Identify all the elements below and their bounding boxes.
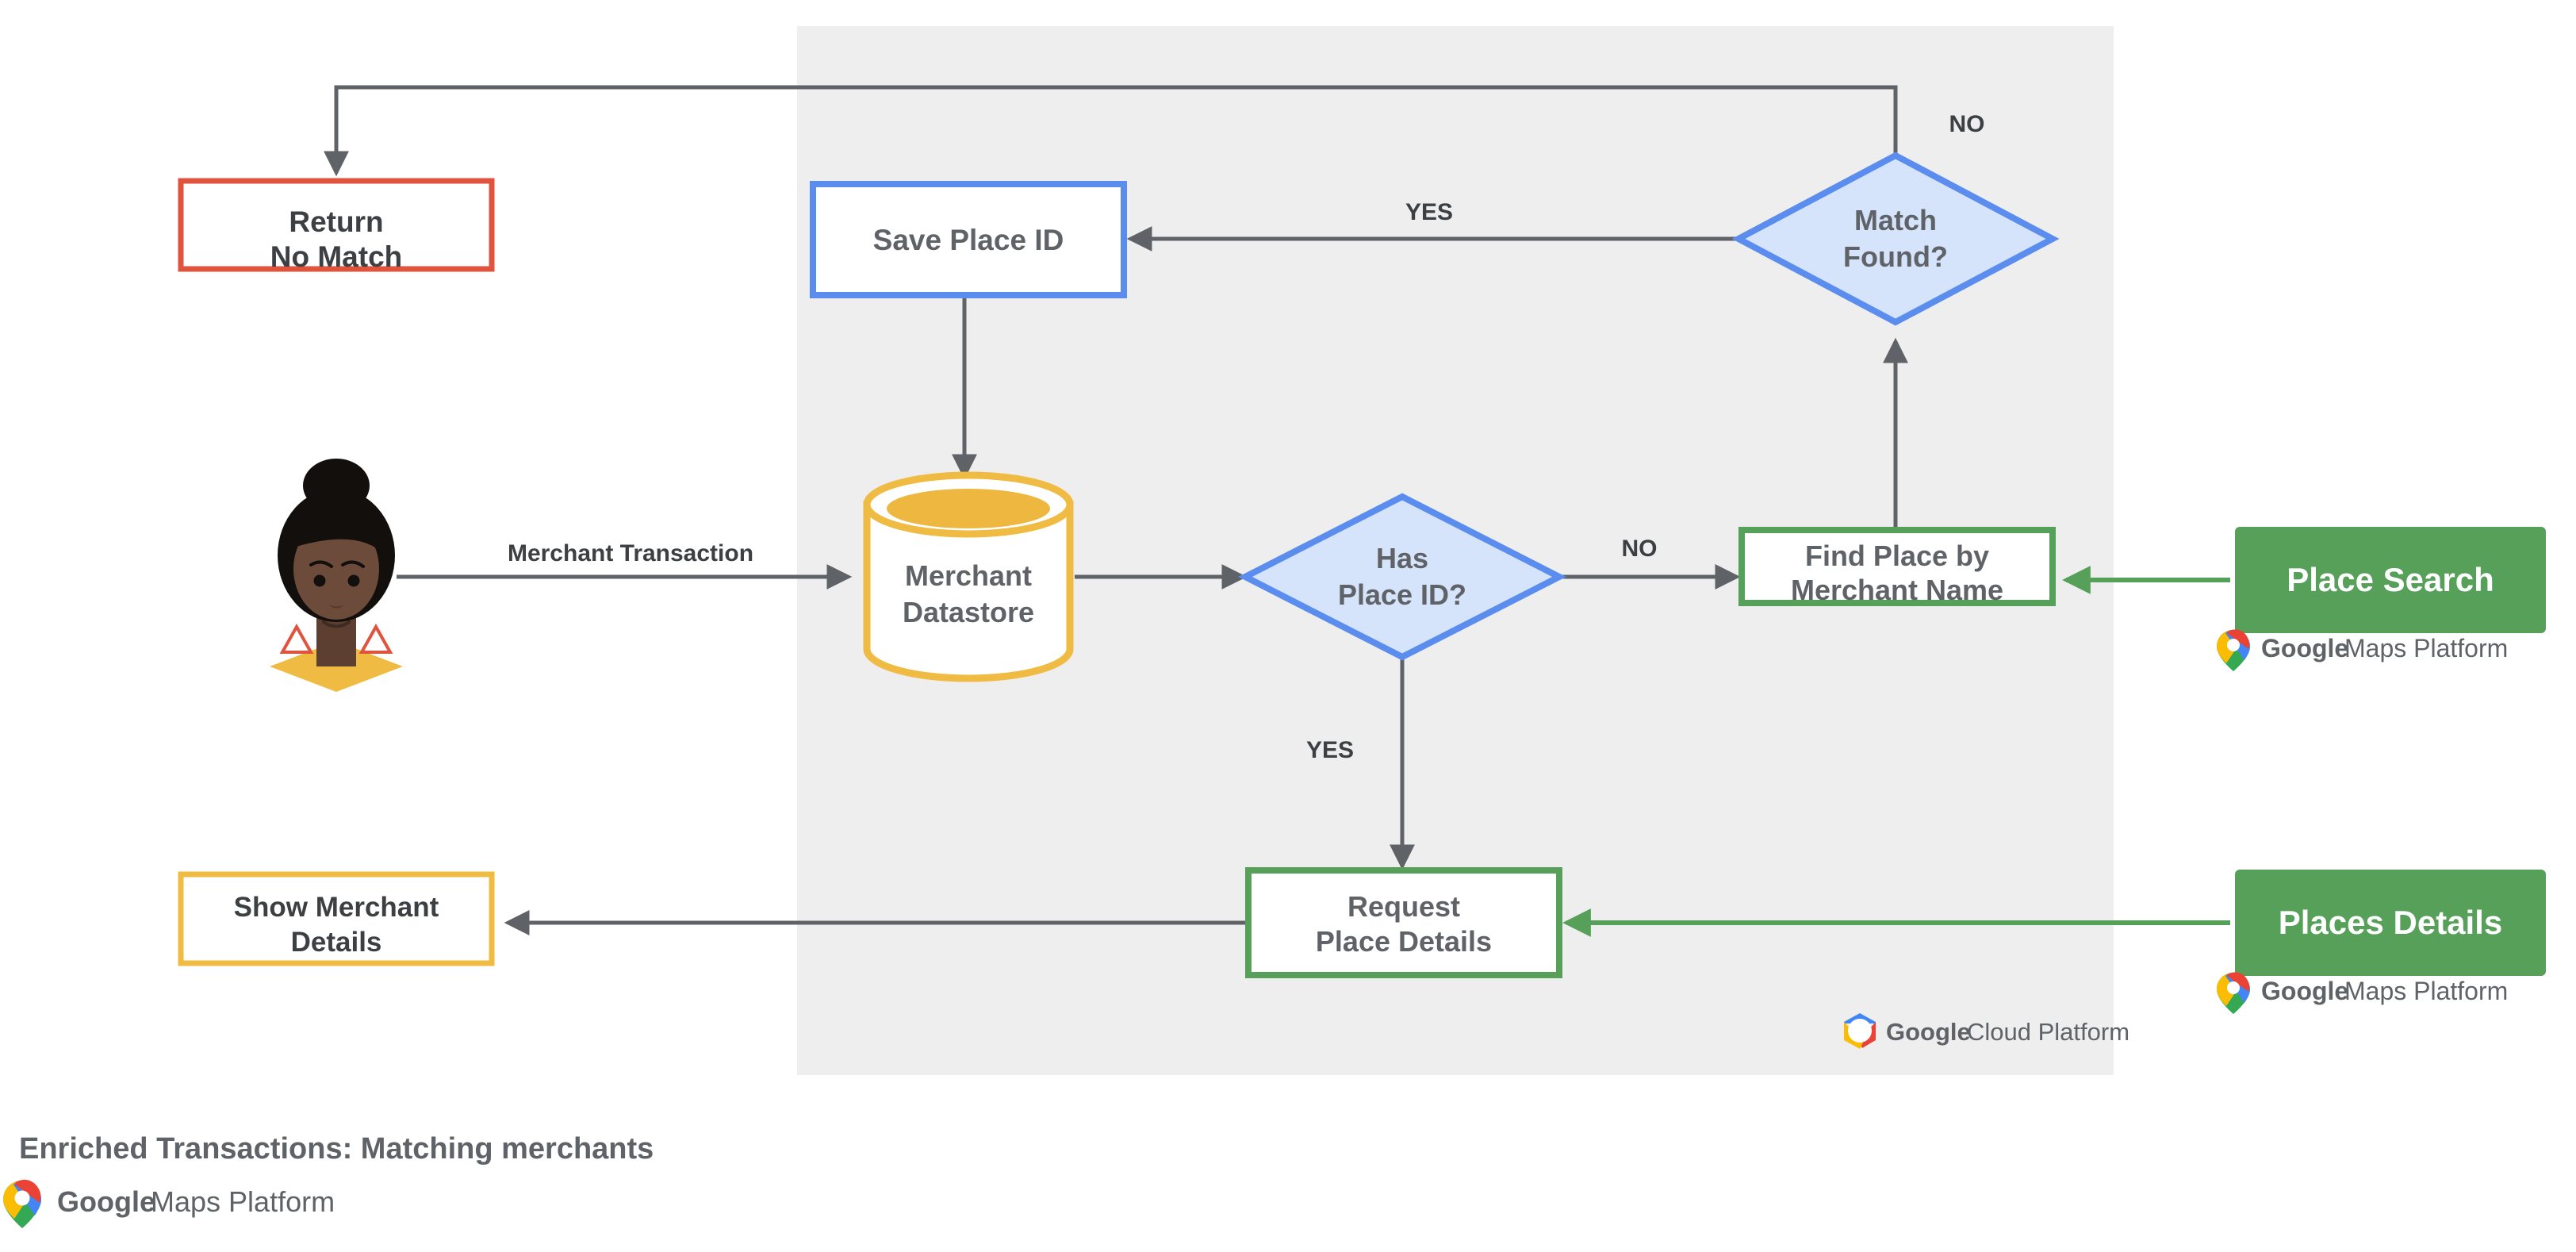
maps-brand-bold-2: Google (2261, 977, 2348, 1005)
node-show-merchant-details[interactable]: Show Merchant Details (178, 871, 495, 966)
maps-brand-bold-1: Google (2261, 634, 2348, 662)
node-match-found[interactable]: Match Found? (1731, 152, 2060, 326)
save-place-id-label: Save Place ID (873, 224, 1064, 256)
match-found-line2: Found? (1843, 240, 1948, 273)
user-avatar (270, 459, 403, 692)
return-no-match-line1: Return (289, 205, 383, 238)
node-return-no-match[interactable]: Return No Match (178, 178, 495, 273)
label-no-place-id: NO (1622, 536, 1658, 562)
edge-no-match-loop (323, 85, 1898, 177)
label-merchant-transaction: Merchant Transaction (508, 540, 753, 566)
maps-platform-logo-place-search: Google Maps Platform (2217, 629, 2508, 671)
label-yes-match: YES (1405, 199, 1453, 225)
diagram-caption: Enriched Transactions: Matching merchant… (19, 1132, 654, 1166)
node-save-place-id[interactable]: Save Place ID (810, 181, 1127, 298)
label-no-match: NO (1949, 111, 1985, 137)
show-merchant-details-line1: Show Merchant (234, 892, 439, 923)
has-place-id-line2: Place ID? (1338, 578, 1466, 611)
request-place-details-line1: Request (1347, 890, 1460, 923)
match-found-line1: Match (1854, 204, 1937, 236)
merchant-datastore-line2: Datastore (903, 596, 1034, 628)
show-merchant-details-line2: Details (291, 927, 382, 958)
maps-platform-logo-footer: Google Maps Platform (3, 1179, 335, 1228)
button-place-search[interactable]: Place Search (2235, 527, 2546, 633)
node-find-place-by-merchant-name[interactable]: Find Place by Merchant Name (1738, 527, 2056, 606)
find-place-line1: Find Place by (1805, 540, 1989, 572)
place-search-label: Place Search (2287, 561, 2494, 598)
node-has-place-id[interactable]: Has Place ID? (1238, 493, 1566, 661)
gcp-brand-rest: Cloud Platform (1967, 1018, 2129, 1046)
maps-brand-rest-footer: Maps Platform (151, 1185, 335, 1218)
maps-platform-logo-places-details: Google Maps Platform (2217, 972, 2508, 1014)
google-cloud-platform-logo: Google Cloud Platform (1844, 1013, 2129, 1049)
maps-brand-rest-1: Maps Platform (2344, 634, 2508, 662)
has-place-id-line1: Has (1376, 542, 1428, 574)
request-place-details-line2: Place Details (1316, 925, 1492, 958)
maps-brand-bold-footer: Google (57, 1185, 155, 1218)
button-places-details[interactable]: Places Details (2235, 870, 2546, 976)
node-request-place-details[interactable]: Request Place Details (1245, 867, 1562, 978)
maps-brand-rest-2: Maps Platform (2344, 977, 2508, 1005)
places-details-label: Places Details (2279, 904, 2503, 941)
merchant-datastore-line1: Merchant (905, 559, 1032, 592)
node-merchant-datastore[interactable]: Merchant Datastore (863, 471, 1074, 682)
gcp-brand-bold: Google (1886, 1018, 1971, 1046)
find-place-line2: Merchant Name (1791, 574, 2003, 606)
label-yes-place-id: YES (1306, 737, 1354, 763)
return-no-match-line2: No Match (270, 240, 403, 273)
